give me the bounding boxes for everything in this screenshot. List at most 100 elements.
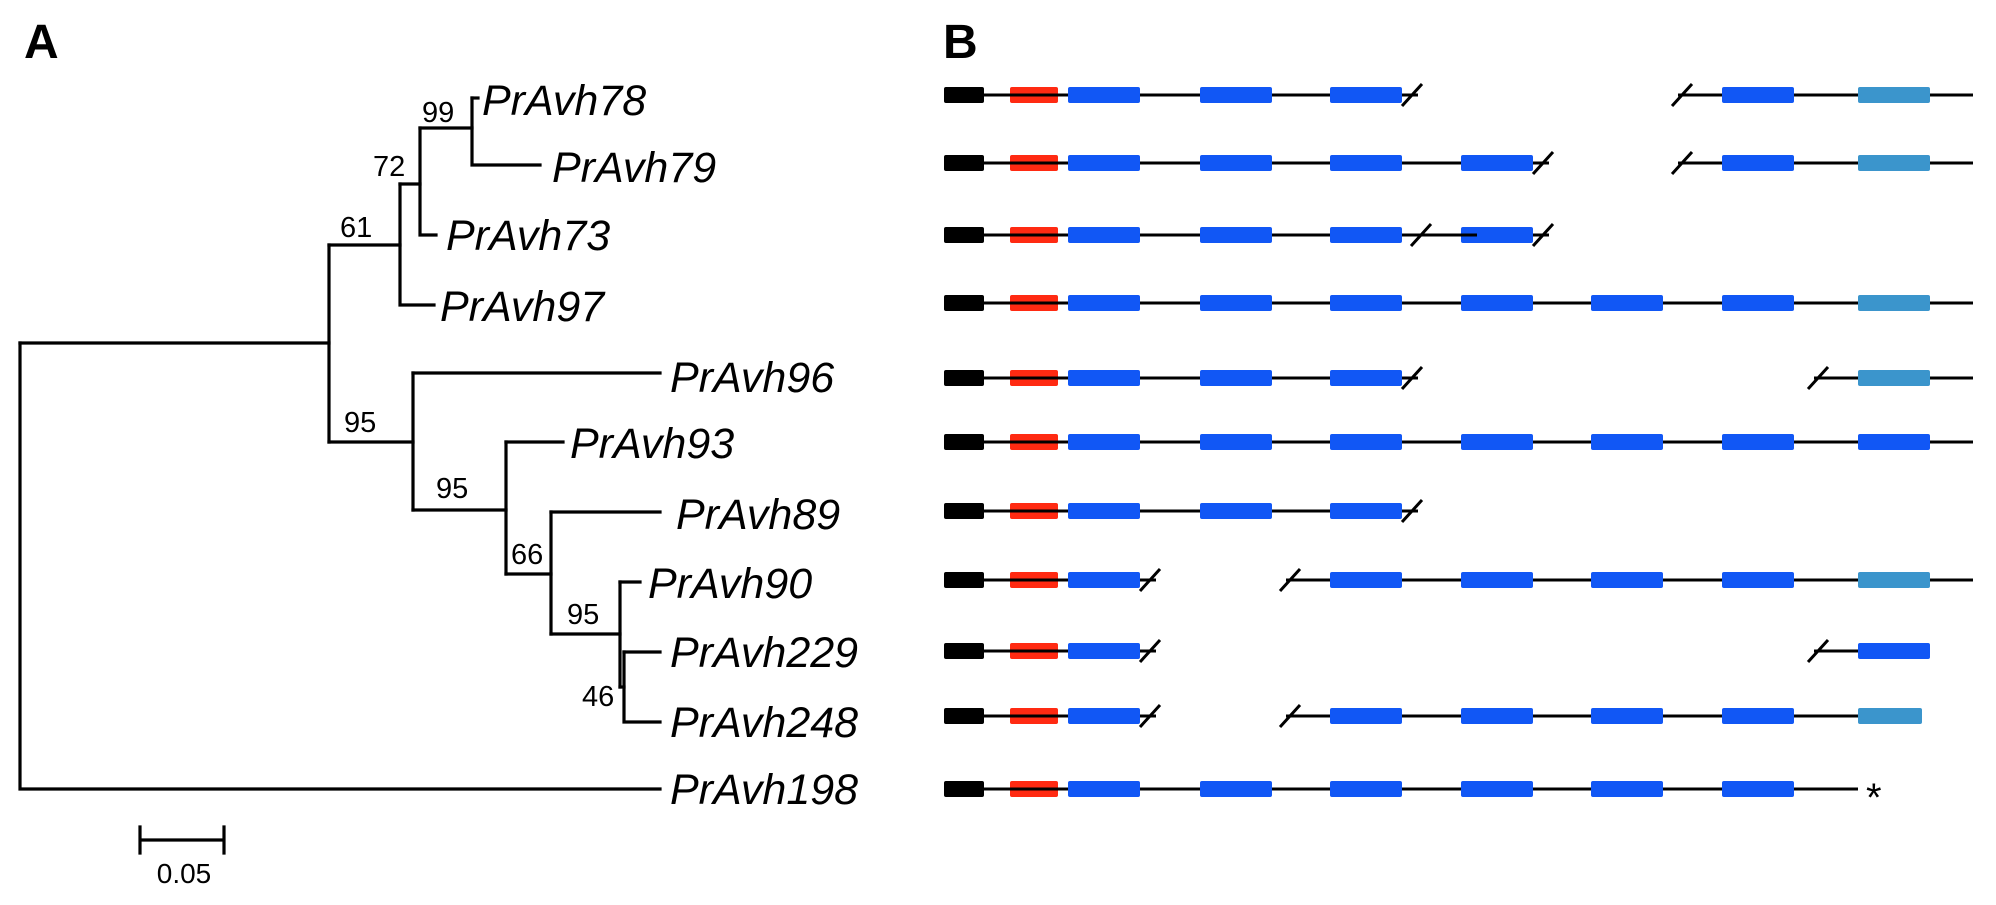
repeat-domain — [1330, 572, 1402, 588]
break-mark — [1409, 222, 1433, 248]
repeat-domain — [1068, 708, 1140, 724]
bootstrap-value: 99 — [422, 97, 454, 129]
repeat-domain — [1858, 643, 1930, 659]
break-mark — [1400, 82, 1424, 108]
repeat-domain — [1858, 434, 1930, 450]
repeat-domain — [1722, 708, 1794, 724]
repeat-domain — [1330, 708, 1402, 724]
tree-branch — [18, 341, 662, 791]
break-mark — [1138, 567, 1162, 593]
repeat-domain — [1461, 781, 1533, 797]
bootstrap-value: 72 — [373, 151, 405, 183]
break-mark — [1670, 150, 1694, 176]
break-mark — [1400, 365, 1424, 391]
taxon-label: PrAvh248 — [670, 699, 858, 747]
terminal-repeat-domain — [1858, 295, 1930, 311]
scale-bar-label: 0.05 — [157, 858, 212, 889]
panel-b-label: B — [943, 16, 978, 69]
taxon-label: PrAvh96 — [670, 354, 834, 402]
repeat-domain — [1068, 370, 1140, 386]
repeat-domain — [1200, 155, 1272, 171]
break-mark — [1531, 150, 1555, 176]
repeat-domain — [1722, 155, 1794, 171]
repeat-domain — [1068, 503, 1140, 519]
repeat-domain — [1461, 295, 1533, 311]
break-mark — [1806, 365, 1830, 391]
repeat-domain — [1330, 155, 1402, 171]
gene-structures: * — [944, 82, 1973, 820]
repeat-domain — [1461, 572, 1533, 588]
repeat-domain — [1200, 87, 1272, 103]
taxon-label: PrAvh89 — [676, 491, 840, 539]
break-mark — [1138, 703, 1162, 729]
repeat-domain — [1068, 572, 1140, 588]
terminal-repeat-domain — [1858, 708, 1922, 724]
repeat-domain — [1200, 370, 1272, 386]
repeat-domain — [1330, 295, 1402, 311]
tree-branch — [470, 96, 542, 167]
repeat-domain — [1591, 708, 1663, 724]
taxon-label: PrAvh78 — [482, 77, 646, 125]
repeat-domain — [1722, 781, 1794, 797]
tree-branch — [398, 182, 436, 307]
bootstrap-value: 66 — [511, 539, 543, 571]
repeat-domain — [1461, 227, 1533, 243]
repeat-domain — [1591, 295, 1663, 311]
scale-bar-line — [138, 825, 226, 855]
phylogenetic-tree: PrAvh78 PrAvh79 PrAvh73 PrAvh97 PrAvh96 … — [18, 77, 858, 814]
terminal-repeat-domain — [1858, 87, 1930, 103]
repeat-domain — [1068, 295, 1140, 311]
repeat-domain — [1068, 434, 1140, 450]
repeat-domain — [1591, 781, 1663, 797]
taxon-label: PrAvh198 — [670, 766, 858, 814]
stop-codon-marker: * — [1866, 776, 1882, 820]
repeat-domain — [1068, 781, 1140, 797]
repeat-domain — [1068, 155, 1140, 171]
repeat-domain — [1461, 155, 1533, 171]
repeat-domain — [1722, 295, 1794, 311]
repeat-domain — [1461, 708, 1533, 724]
repeat-domain — [1591, 572, 1663, 588]
taxon-label: PrAvh79 — [552, 144, 716, 192]
bootstrap-value: 95 — [436, 473, 468, 505]
taxon-label: PrAvh229 — [670, 629, 858, 677]
repeat-domain — [1330, 781, 1402, 797]
break-mark — [1531, 222, 1555, 248]
taxon-label: PrAvh97 — [440, 283, 606, 331]
repeat-domain — [1330, 503, 1402, 519]
break-mark — [1138, 638, 1162, 664]
terminal-repeat-domain — [1858, 370, 1930, 386]
break-mark — [1278, 703, 1302, 729]
scale-bar: 0.05 — [138, 825, 226, 889]
terminal-repeat-domain — [1858, 155, 1930, 171]
bootstrap-value: 46 — [582, 681, 614, 713]
repeat-domain — [1722, 87, 1794, 103]
repeat-domain — [1591, 434, 1663, 450]
repeat-domain — [1068, 87, 1140, 103]
break-mark — [1806, 638, 1830, 664]
panel-a-label: A — [24, 16, 59, 69]
taxon-label: PrAvh93 — [570, 420, 734, 468]
bootstrap-value: 95 — [344, 407, 376, 439]
taxon-label: PrAvh90 — [648, 560, 812, 608]
repeat-domain — [1722, 572, 1794, 588]
bootstrap-value: 61 — [340, 212, 372, 244]
bootstrap-value: 95 — [567, 599, 599, 631]
repeat-domain — [1068, 643, 1140, 659]
repeat-domain — [1330, 87, 1402, 103]
repeat-domain — [1068, 227, 1140, 243]
repeat-domain — [1200, 295, 1272, 311]
taxon-label: PrAvh73 — [446, 212, 610, 260]
repeat-domain — [1722, 434, 1794, 450]
repeat-domain — [1200, 434, 1272, 450]
repeat-domain — [1200, 503, 1272, 519]
break-mark — [1278, 567, 1302, 593]
break-mark — [1670, 82, 1694, 108]
repeat-domain — [1200, 227, 1272, 243]
repeat-domain — [1330, 227, 1402, 243]
break-mark — [1400, 498, 1424, 524]
terminal-repeat-domain — [1858, 572, 1930, 588]
repeat-domain — [1330, 434, 1402, 450]
repeat-domain — [1200, 781, 1272, 797]
